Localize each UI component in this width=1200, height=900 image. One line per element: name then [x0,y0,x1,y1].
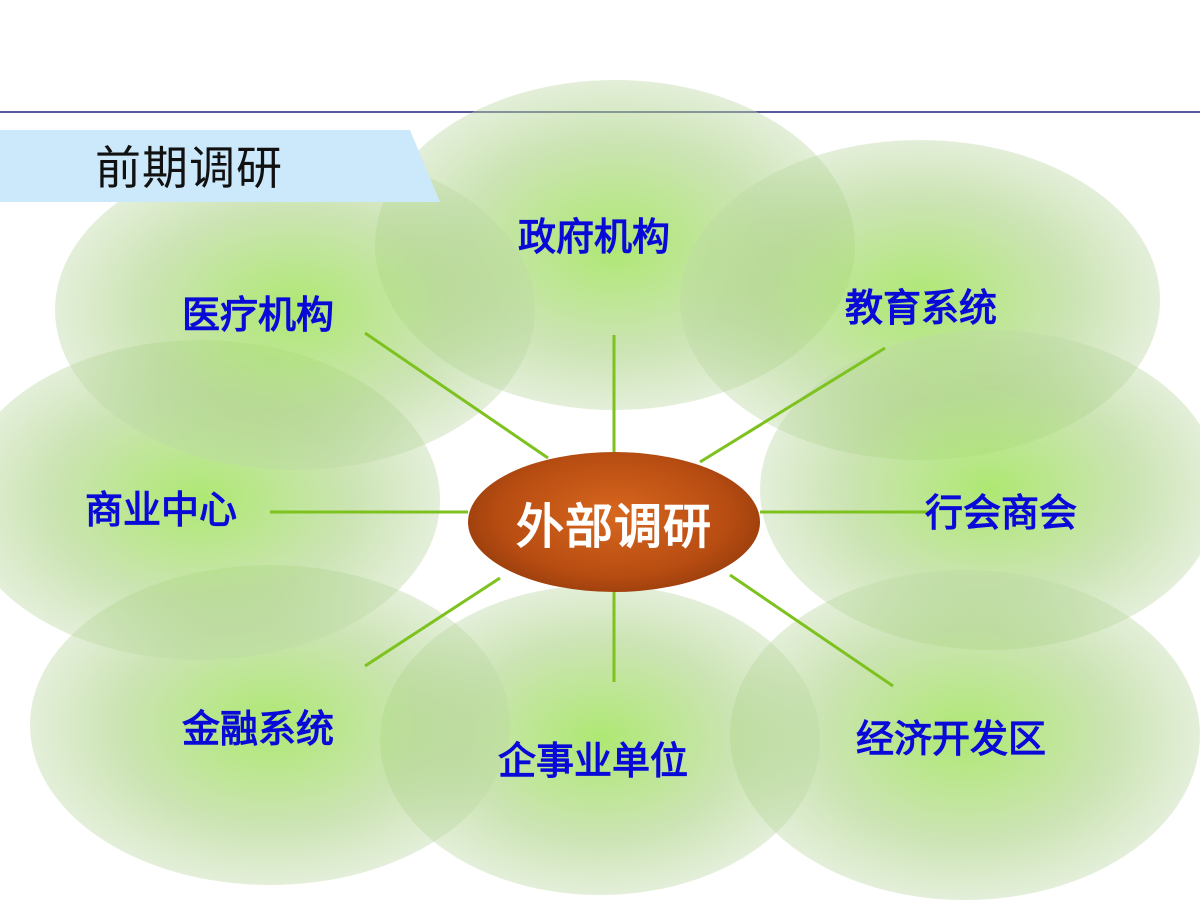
node-finance: 金融系统 [182,707,335,751]
node-education: 教育系统 [845,286,998,330]
section-title: 前期调研 [95,141,283,195]
node-enterprises: 企事业单位 [498,739,689,783]
node-medical: 医疗机构 [182,293,335,337]
node-government: 政府机构 [518,215,671,259]
center-node: 外部调研 [468,452,760,592]
node-commercial-center: 商业中心 [85,488,238,532]
center-label: 外部调研 [515,499,712,555]
section-banner [0,130,440,202]
node-economic-zone: 经济开发区 [856,717,1047,761]
blob-top-left [55,150,535,470]
node-trade-associations: 行会商会 [925,491,1078,535]
